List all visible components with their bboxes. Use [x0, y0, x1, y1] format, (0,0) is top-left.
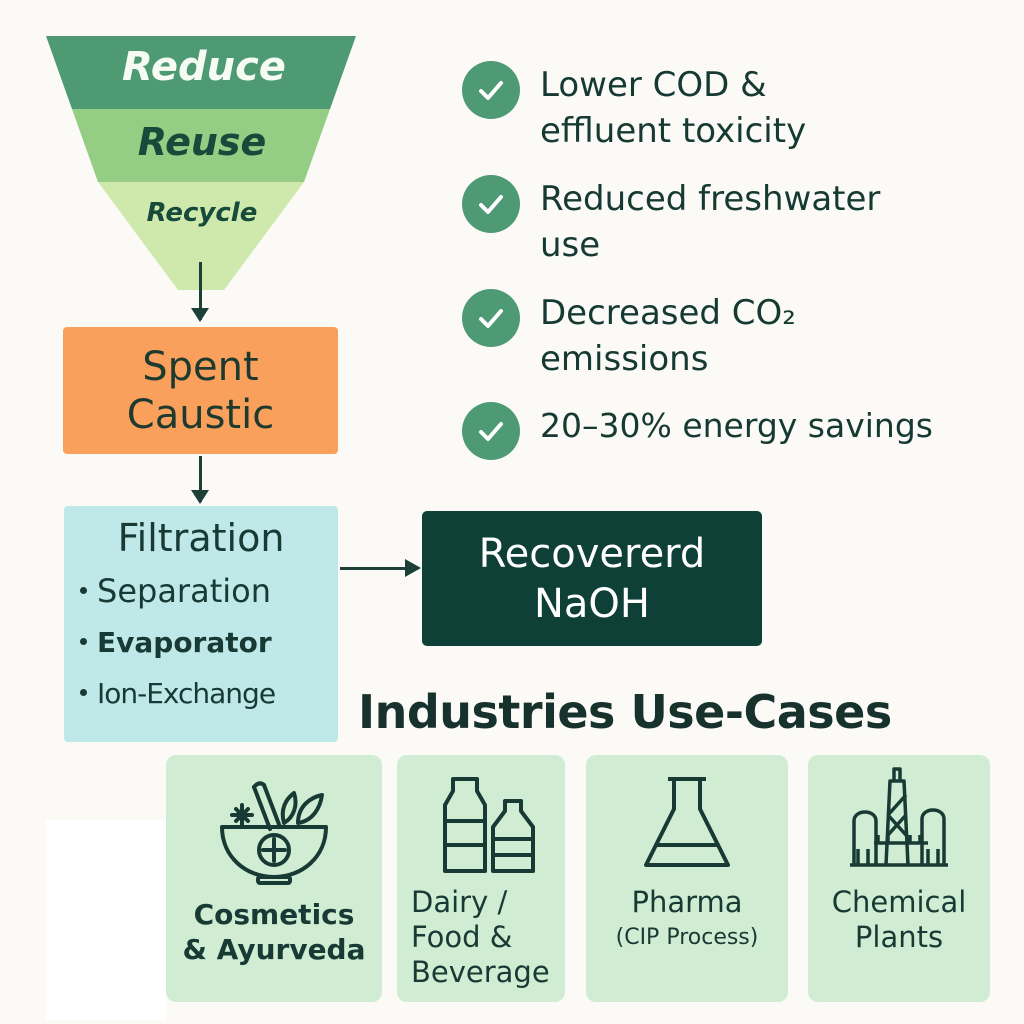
industry-card-pharma: Pharma (CIP Process) — [586, 755, 788, 1002]
industries-title: Industries Use-Cases — [358, 685, 892, 739]
bullet-icon — [80, 586, 87, 594]
funnel-label-recycle: Recycle — [146, 198, 258, 228]
milk-bottles-icon — [443, 777, 535, 873]
funnel-label-reuse: Reuse — [137, 120, 267, 164]
benefit-item: 20–30% energy savings — [462, 402, 933, 460]
recovered-naoh-box: Recovererd NaOH — [422, 511, 762, 646]
method-label: Ion-Exchange — [97, 677, 276, 710]
method-item: Evaporator — [76, 617, 338, 668]
filtration-methods-list: Separation Evaporator Ion-Exchange — [76, 566, 338, 719]
filtration-box: Filtration Separation Evaporator Ion-Exc… — [64, 506, 338, 742]
industry-card-cosmetics: Cosmetics & Ayurveda — [166, 755, 382, 1002]
filtration-title: Filtration — [117, 516, 285, 560]
method-label: Separation — [97, 572, 271, 610]
check-icon — [462, 175, 520, 233]
check-icon — [462, 61, 520, 119]
industry-label: Pharma — [631, 885, 743, 919]
funnel-level-reuse — [72, 109, 330, 182]
recovered-line2: NaOH — [533, 580, 650, 627]
method-item: Ion-Exchange — [76, 668, 338, 719]
check-icon — [462, 402, 520, 460]
benefit-item: Reduced freshwater use — [462, 175, 881, 268]
benefit-text: Lower COD & effluent toxicity — [540, 65, 807, 151]
benefit-text: Decreased CO₂ emissions — [540, 293, 796, 379]
method-label: Evaporator — [97, 626, 272, 659]
industry-label: Chemical Plants — [831, 885, 967, 954]
industry-card-dairy: Dairy / Food & Beverage — [397, 755, 565, 1002]
arrow-funnel-to-spent — [191, 262, 209, 322]
recovered-line1: Recovererd — [478, 530, 706, 577]
check-icon — [462, 289, 520, 347]
blank-area — [46, 820, 166, 1020]
industry-label: Dairy / Food & Beverage — [411, 885, 550, 989]
industry-card-chemical: Chemical Plants — [808, 755, 990, 1002]
funnel-label-reduce: Reduce — [122, 44, 286, 90]
industry-label: Cosmetics & Ayurveda — [182, 898, 366, 966]
bullet-icon — [80, 637, 87, 645]
benefit-text: Reduced freshwater use — [540, 179, 881, 265]
mortar-pestle-icon — [220, 781, 328, 885]
spent-caustic-line1: Spent — [142, 343, 259, 390]
funnel-level-recycle — [98, 182, 304, 290]
bullet-icon — [80, 688, 87, 696]
flask-icon — [644, 777, 730, 867]
arrow-filtration-to-naoh — [340, 559, 421, 577]
spent-caustic-line2: Caustic — [126, 391, 275, 438]
benefit-text: 20–30% energy savings — [540, 406, 933, 445]
method-item: Separation — [76, 566, 338, 617]
waste-hierarchy-funnel — [46, 36, 356, 290]
industry-sublabel: (CIP Process) — [615, 925, 759, 950]
benefit-item: Decreased CO₂ emissions — [462, 289, 796, 382]
spent-caustic-box: Spent Caustic — [63, 327, 338, 454]
funnel-level-reduce — [46, 36, 356, 109]
factory-icon — [850, 767, 948, 867]
benefit-item: Lower COD & effluent toxicity — [462, 61, 807, 154]
arrow-spent-to-filtration — [191, 456, 209, 504]
